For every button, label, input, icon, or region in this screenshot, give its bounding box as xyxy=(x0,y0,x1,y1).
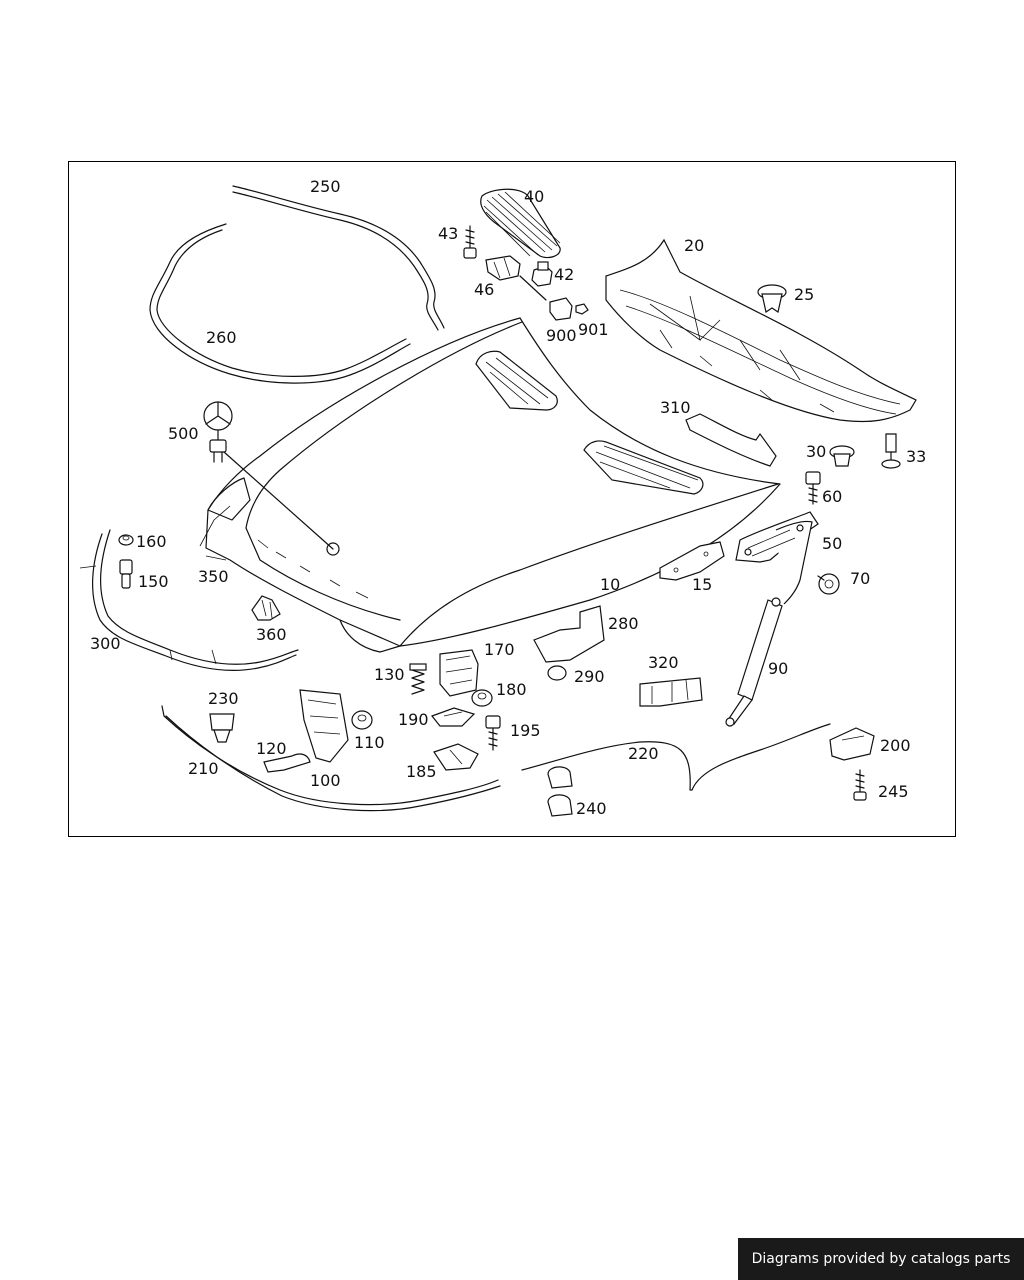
callout-900: 900 xyxy=(546,326,577,345)
spring-130-drawing xyxy=(409,663,427,695)
callout-320: 320 xyxy=(648,653,679,672)
nut-42-drawing xyxy=(531,261,553,287)
callout-150: 150 xyxy=(138,572,169,591)
callout-360: 360 xyxy=(256,625,287,644)
bracket-320-drawing xyxy=(639,677,703,707)
seal-260-drawing xyxy=(149,223,411,384)
callout-230: 230 xyxy=(208,689,239,708)
screw-43-drawing xyxy=(463,225,477,259)
callout-42: 42 xyxy=(554,265,574,284)
callout-70: 70 xyxy=(850,569,870,588)
callout-40: 40 xyxy=(524,187,544,206)
callout-25: 25 xyxy=(794,285,814,304)
cable-220-drawing xyxy=(521,723,831,791)
release-lever-100-drawing xyxy=(299,689,349,763)
weatherstrip-250-drawing xyxy=(232,185,445,329)
credit-text: Diagrams provided by catalogs parts xyxy=(751,1251,1011,1267)
callout-100: 100 xyxy=(310,771,341,790)
callout-180: 180 xyxy=(496,680,527,699)
hood-lock-170-drawing xyxy=(439,649,479,697)
bushing-110-drawing xyxy=(351,710,373,730)
callout-240: 240 xyxy=(576,799,607,818)
callout-500: 500 xyxy=(168,424,199,443)
clip-30-drawing xyxy=(829,445,855,467)
bracket-280-drawing xyxy=(533,605,605,663)
callout-260: 260 xyxy=(206,328,237,347)
catch-185-drawing xyxy=(433,743,479,771)
callout-110: 110 xyxy=(354,733,385,752)
callout-290: 290 xyxy=(574,667,605,686)
callout-220: 220 xyxy=(628,744,659,763)
clip-240-drawing xyxy=(547,766,573,817)
callout-160: 160 xyxy=(136,532,167,551)
air-grille-40-drawing xyxy=(480,188,561,259)
callout-250: 250 xyxy=(310,177,341,196)
stop-160-drawing xyxy=(118,534,134,546)
diagram-frame xyxy=(68,161,956,837)
callout-90: 90 xyxy=(768,659,788,678)
callout-120: 120 xyxy=(256,739,287,758)
callout-20: 20 xyxy=(684,236,704,255)
hinge-50-drawing xyxy=(735,511,819,605)
bracket-15-drawing xyxy=(659,541,725,581)
callout-10: 10 xyxy=(600,575,620,594)
callout-46: 46 xyxy=(474,280,494,299)
nut-70-drawing xyxy=(817,573,840,595)
frame-350-drawing xyxy=(199,505,231,561)
callout-350: 350 xyxy=(198,567,229,586)
screw-245-drawing xyxy=(853,769,867,801)
plate-190-drawing xyxy=(431,707,476,727)
rivet-33-drawing xyxy=(881,433,901,469)
clip-25-drawing xyxy=(757,284,787,313)
cowl-panel-20-drawing xyxy=(605,238,917,423)
callout-200: 200 xyxy=(880,736,911,755)
handle-120-drawing xyxy=(263,753,311,773)
bonnet-10-drawing xyxy=(205,317,781,653)
callout-280: 280 xyxy=(608,614,639,633)
buffer-290-drawing xyxy=(547,665,567,681)
callout-190: 190 xyxy=(398,710,429,729)
callout-15: 15 xyxy=(692,575,712,594)
callout-185: 185 xyxy=(406,762,437,781)
callout-60: 60 xyxy=(822,487,842,506)
callout-33: 33 xyxy=(906,447,926,466)
seal-strip-310-drawing xyxy=(685,413,777,467)
stop-150-drawing xyxy=(119,559,133,589)
bolt-195-drawing xyxy=(485,715,501,751)
part-drawings xyxy=(79,185,917,817)
callout-43: 43 xyxy=(438,224,458,243)
clip-46-drawing xyxy=(485,255,547,301)
callout-130: 130 xyxy=(374,665,405,684)
seal-strip-300-drawing xyxy=(100,529,299,665)
callout-195: 195 xyxy=(510,721,541,740)
bumper-180-drawing xyxy=(471,689,493,707)
callout-30: 30 xyxy=(806,442,826,461)
clip-230-drawing xyxy=(209,713,235,743)
callout-901: 901 xyxy=(578,320,609,339)
gas-strut-90-drawing xyxy=(725,597,783,727)
callout-210: 210 xyxy=(188,759,219,778)
callout-245: 245 xyxy=(878,782,909,801)
callout-300: 300 xyxy=(90,634,121,653)
clip-901-drawing xyxy=(575,303,589,315)
callout-50: 50 xyxy=(822,534,842,553)
bracket-200-drawing xyxy=(829,727,875,761)
star-emblem-500-drawing xyxy=(203,401,334,550)
clip-900-drawing xyxy=(549,297,573,321)
credit-banner: Diagrams provided by catalogs parts xyxy=(738,1238,1024,1280)
bolt-60-drawing xyxy=(805,471,821,505)
stop-360-drawing xyxy=(251,595,281,621)
callout-170: 170 xyxy=(484,640,515,659)
callout-310: 310 xyxy=(660,398,691,417)
